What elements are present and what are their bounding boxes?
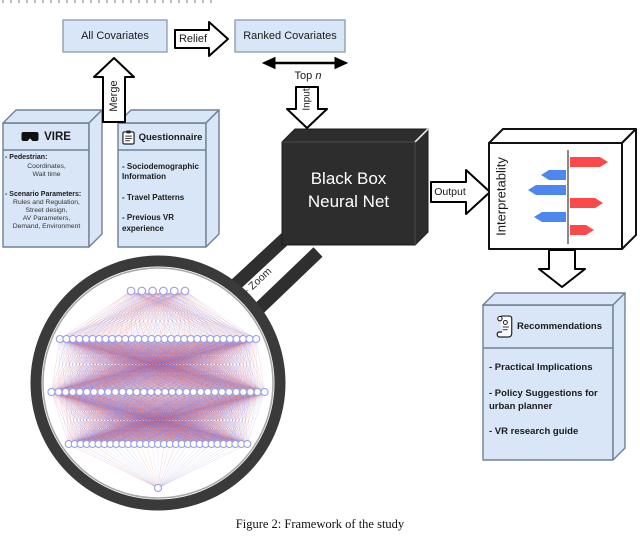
interpretability-box bbox=[488, 128, 637, 250]
questionnaire-icon bbox=[121, 130, 135, 145]
top-n-label: Top n bbox=[283, 70, 333, 82]
questionnaire-content: - Sociodemographic Information - Travel … bbox=[122, 162, 204, 244]
recommendations-title: Recommendations bbox=[517, 321, 602, 332]
all-covariates-box bbox=[62, 19, 168, 53]
ranked-covariates-label: Ranked Covariates bbox=[243, 30, 337, 42]
recommendations-item: - VR research guide bbox=[489, 426, 579, 438]
questionnaire-item: - Travel Patterns bbox=[122, 192, 185, 202]
vire-item: Rules and Regulation, bbox=[13, 199, 80, 206]
vire-box bbox=[2, 109, 103, 248]
vire-item: Street design, bbox=[25, 207, 68, 214]
merge-arrow bbox=[93, 57, 135, 123]
input-arrow bbox=[286, 86, 328, 129]
interpretability-to-recommendations-arrow bbox=[538, 249, 586, 288]
vire-pedestrian-label: - Pedestrian: bbox=[5, 154, 48, 161]
interpretability-title: Interpretablity bbox=[493, 157, 509, 236]
merge-label: Merge bbox=[108, 80, 120, 112]
top-n-range-arrow bbox=[261, 56, 349, 70]
relief-arrow bbox=[174, 21, 229, 57]
questionnaire-item: - Previous VR experience bbox=[122, 213, 175, 233]
vire-content: - Pedestrian: Coordinates, Wait time - S… bbox=[5, 154, 88, 231]
black-box-line2: Neural Net bbox=[307, 191, 390, 211]
top-n-text: Top bbox=[294, 70, 316, 82]
recommendations-box bbox=[482, 292, 626, 461]
vire-item: Coordinates, bbox=[27, 162, 66, 170]
vire-item: AV Parameters, bbox=[22, 215, 71, 222]
cropped-text-remnant bbox=[2, 0, 217, 3]
recommendations-item: - Policy Suggestions for urban planner bbox=[489, 387, 598, 412]
vire-header: VIRE bbox=[3, 125, 89, 149]
vr-headset-icon bbox=[21, 132, 39, 141]
feature-importance-bars bbox=[528, 157, 608, 235]
questionnaire-title: Questionnaire bbox=[138, 131, 203, 143]
figure-caption: Figure 2: Framework of the study bbox=[235, 517, 405, 531]
recommendations-header: Recommendations bbox=[485, 308, 611, 345]
black-box bbox=[281, 128, 429, 246]
ranked-covariates-box bbox=[234, 19, 346, 53]
black-box-label: Black Box Neural Net bbox=[282, 168, 415, 214]
vire-scenario-label: - Scenario Parameters: bbox=[5, 190, 82, 198]
questionnaire-box bbox=[117, 109, 220, 248]
vire-title: VIRE bbox=[44, 131, 71, 143]
black-box-line1: Black Box bbox=[310, 169, 387, 188]
output-arrow bbox=[430, 169, 491, 215]
output-label: Output bbox=[434, 186, 466, 198]
questionnaire-item: - Sociodemographic Information bbox=[122, 162, 199, 182]
neural-network-visualization bbox=[47, 286, 269, 493]
input-label: Input bbox=[301, 88, 313, 111]
recommendations-content: - Practical Implications - Policy Sugges… bbox=[489, 362, 609, 452]
top-n-variable: n bbox=[315, 70, 322, 82]
scroll-icon bbox=[496, 315, 513, 338]
vire-item: Wait time bbox=[32, 170, 61, 178]
questionnaire-header: Questionnaire bbox=[118, 125, 206, 149]
relief-label: Relief bbox=[178, 33, 208, 45]
vire-item: Demand, Environment bbox=[12, 223, 81, 230]
recommendations-item: - Practical Implications bbox=[489, 362, 593, 373]
all-covariates-label: All Covariates bbox=[81, 30, 149, 42]
